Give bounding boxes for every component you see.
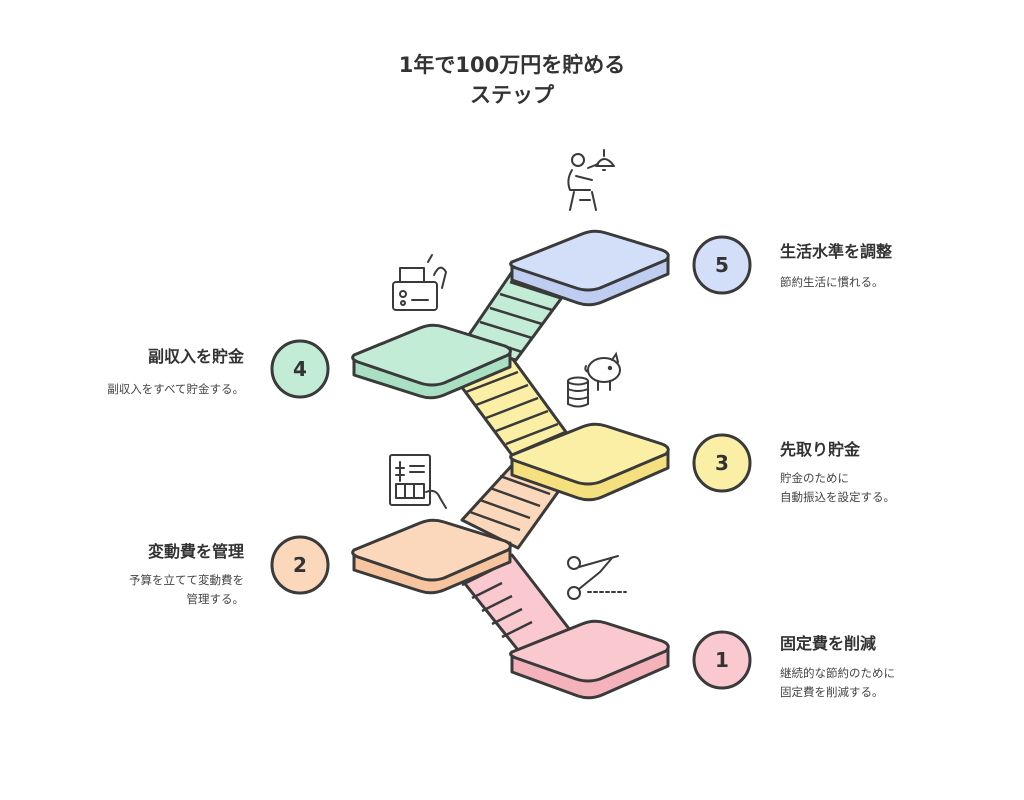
title-line-1: 1年で100万円を貯める <box>398 53 626 77</box>
step-4-title: 副収入を貯金 <box>147 347 244 366</box>
step-1-description-line-1: 継続的な節約のために <box>780 666 895 680</box>
step-2-number: 2 <box>293 553 307 577</box>
step-2-description-line-1: 予算を立てて変動費を <box>129 573 244 587</box>
piggy-bank-coins-icon <box>567 351 621 408</box>
step-5-title: 生活水準を調整 <box>780 242 893 261</box>
diagram-title: 1年で100万円を貯める ステップ <box>0 50 1024 110</box>
landing-2 <box>351 518 512 595</box>
step-1-circle <box>692 630 752 690</box>
step-3-number: 3 <box>715 451 729 475</box>
title-line-2: ステップ <box>470 83 554 107</box>
landing-4 <box>351 323 512 400</box>
step-1-description: 継続的な節約のために 固定費を削減する。 <box>780 664 895 702</box>
step-1-number: 1 <box>715 648 729 672</box>
step-5-description-line-1: 節約生活に慣れる。 <box>780 275 884 289</box>
budget-document-icon <box>389 454 447 509</box>
step-3-description-line-1: 貯金のために <box>780 471 849 485</box>
side-job-computer-icon <box>392 254 447 311</box>
frugal-living-person-icon <box>567 149 615 211</box>
step-3-description: 貯金のために 自動振込を設定する。 <box>780 469 895 507</box>
landing-5 <box>509 229 670 307</box>
step-4-description-line-1: 副収入をすべて貯金する。 <box>107 382 244 396</box>
step-4-circle <box>270 339 330 399</box>
step-2-title: 変動費を管理 <box>147 542 244 561</box>
step-5-circle <box>692 235 752 295</box>
step-3-description-line-2: 自動振込を設定する。 <box>780 490 895 504</box>
landing-1 <box>509 619 670 700</box>
step-5-description: 節約生活に慣れる。 <box>780 273 884 292</box>
step-2-description-line-2: 管理する。 <box>186 592 245 606</box>
step-3-title: 先取り貯金 <box>780 440 861 459</box>
step-4-number: 4 <box>293 357 307 381</box>
step-3-circle <box>692 433 752 493</box>
step-1-title: 固定費を削減 <box>780 634 877 653</box>
step-2-circle <box>270 535 330 595</box>
step-1-description-line-2: 固定費を削減する。 <box>780 685 884 699</box>
step-5-number: 5 <box>715 253 729 277</box>
step-2-description: 予算を立てて変動費を 管理する。 <box>129 571 244 609</box>
landing-3 <box>509 422 670 502</box>
scissors-icon <box>567 555 627 600</box>
step-4-description: 副収入をすべて貯金する。 <box>107 380 244 399</box>
